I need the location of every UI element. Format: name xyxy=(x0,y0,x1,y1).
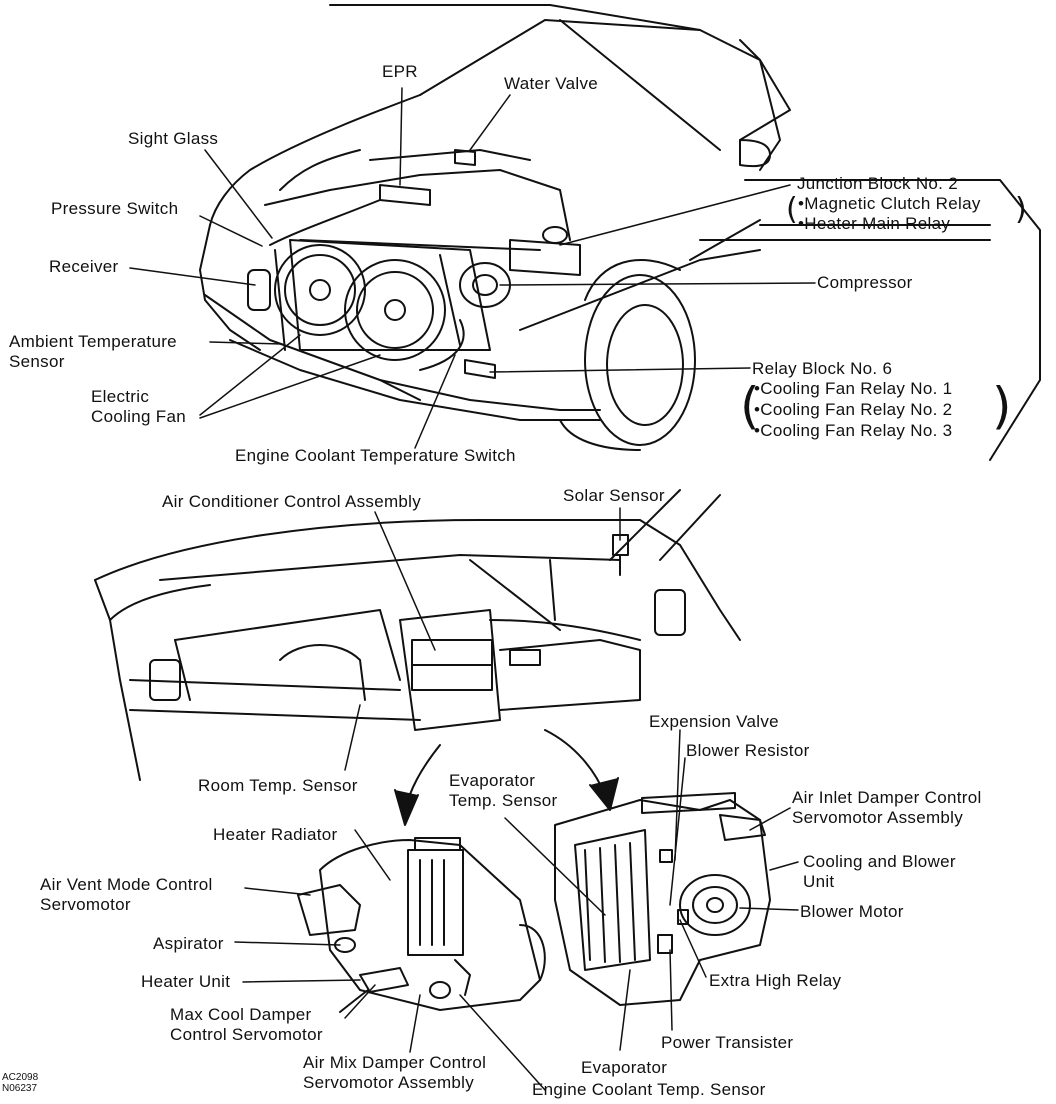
bottom-leader-lines xyxy=(234,507,799,1091)
label-room-temp-sensor: Room Temp. Sensor xyxy=(198,776,358,795)
label-engine-coolant-temp-sensor: Engine Coolant Temp. Sensor xyxy=(532,1080,766,1099)
label-evaporator: Evaporator xyxy=(581,1058,668,1077)
label-receiver: Receiver xyxy=(49,257,119,276)
car-front-drawing xyxy=(199,4,1041,461)
label-relay-block: Relay Block No. 6 xyxy=(752,359,893,378)
bracket-junction-right: ) xyxy=(1015,192,1027,227)
label-evaporator-temp-sensor: Evaporator Temp. Sensor xyxy=(449,771,558,810)
label-expansion-valve: Expension Valve xyxy=(649,712,779,731)
label-pressure-switch: Pressure Switch xyxy=(51,199,179,218)
label-blower-resistor: Blower Resistor xyxy=(686,741,810,760)
label-power-transister: Power Transister xyxy=(661,1033,794,1052)
label-air-vent-mode-servomotor: Air Vent Mode Control Servomotor xyxy=(40,875,213,914)
label-cooling-blower-unit: Cooling and Blower Unit xyxy=(803,852,956,891)
blower-unit-drawing xyxy=(554,792,771,1006)
label-cooling-fan-relay-1: Cooling Fan Relay No. 1 xyxy=(754,379,952,399)
label-aspirator: Aspirator xyxy=(153,934,224,953)
label-magnetic-clutch-relay: Magnetic Clutch Relay xyxy=(798,194,981,214)
figure-code: AC2098 N06237 xyxy=(2,1072,39,1094)
label-epr: EPR xyxy=(382,62,418,81)
label-engine-coolant-temperature-switch: Engine Coolant Temperature Switch xyxy=(235,446,516,465)
label-air-mix-damper-servomotor: Air Mix Damper Control Servomotor Assemb… xyxy=(303,1053,487,1092)
bracket-relay-right: ) xyxy=(992,377,1012,435)
top-leader-lines xyxy=(129,87,816,449)
label-heater-unit: Heater Unit xyxy=(141,972,231,991)
label-heater-main-relay: Heater Main Relay xyxy=(798,214,950,234)
label-heater-radiator: Heater Radiator xyxy=(213,825,338,844)
label-air-inlet-damper-servomotor: Air Inlet Damper Control Servomotor Asse… xyxy=(792,788,982,827)
dashboard-drawing xyxy=(94,489,741,826)
label-max-cool-damper-servomotor: Max Cool Damper Control Servomotor xyxy=(170,1005,323,1044)
label-cooling-fan-relay-2: Cooling Fan Relay No. 2 xyxy=(754,400,952,420)
label-compressor: Compressor xyxy=(817,273,913,292)
heater-unit-drawing xyxy=(297,837,546,1013)
label-junction-block: Junction Block No. 2 xyxy=(797,174,958,193)
label-ambient-temperature-sensor: Ambient Temperature Sensor xyxy=(9,332,177,371)
label-ac-control-assembly: Air Conditioner Control Assembly xyxy=(162,492,422,511)
bracket-junction-left: ( xyxy=(786,192,798,227)
label-solar-sensor: Solar Sensor xyxy=(563,486,665,505)
label-water-valve: Water Valve xyxy=(504,74,598,93)
label-blower-motor: Blower Motor xyxy=(800,902,904,921)
label-cooling-fan-relay-3: Cooling Fan Relay No. 3 xyxy=(754,421,952,441)
label-extra-high-relay: Extra High Relay xyxy=(709,971,842,990)
label-sight-glass: Sight Glass xyxy=(128,129,219,148)
label-electric-cooling-fan: Electric Cooling Fan xyxy=(91,387,186,426)
